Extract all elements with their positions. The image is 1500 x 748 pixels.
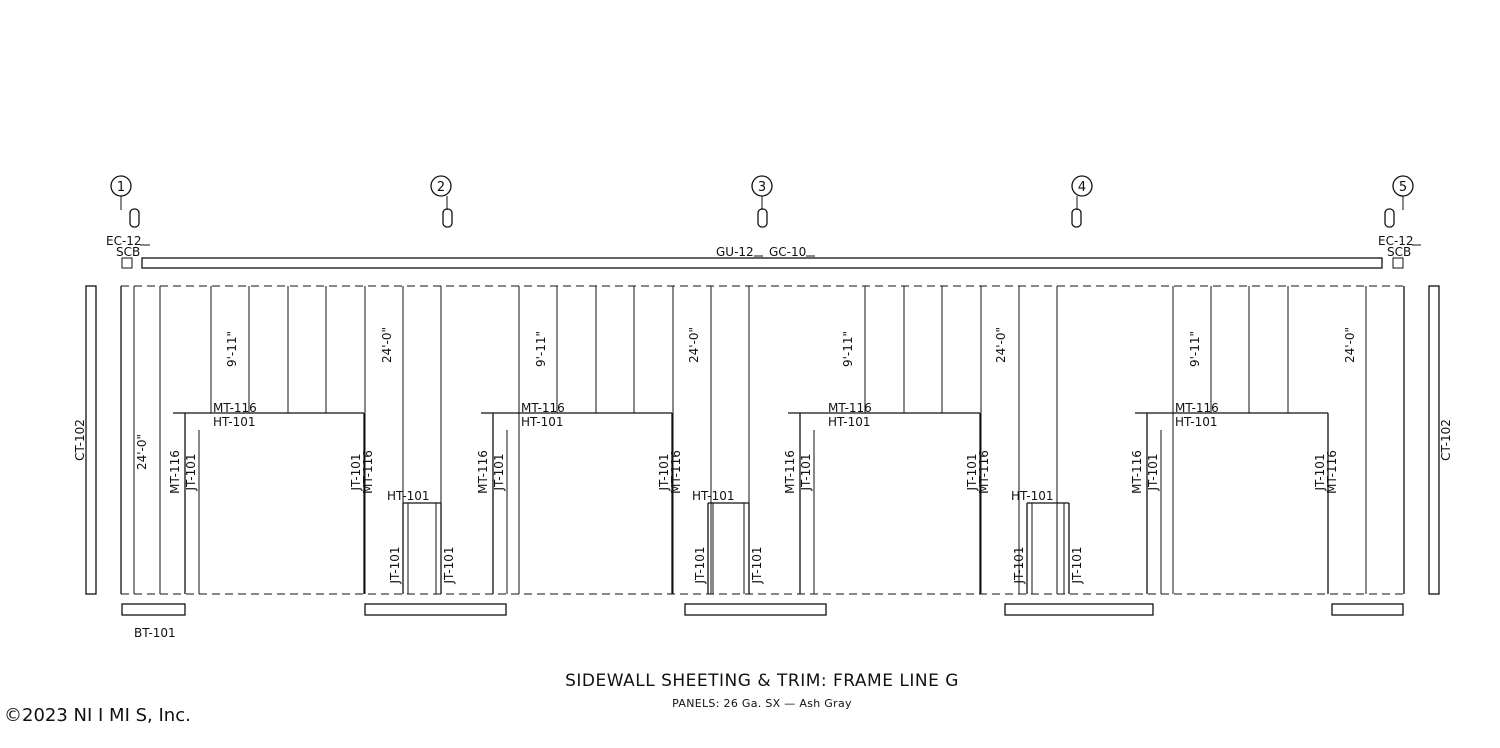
left-eave-trim-label: EC-12 <box>106 234 142 248</box>
door-head-trim-label: HT-101 <box>387 489 430 503</box>
door-jamb-trim-label: JT-101 <box>1012 546 1026 584</box>
gutter-label: GU-12 <box>716 245 754 259</box>
door-jamb-trim-label: JT-101 <box>750 546 764 584</box>
panel-length-label: 24'-0" <box>135 434 149 470</box>
right-scb-label: SCB <box>1387 245 1411 259</box>
grid-number: 2 <box>437 180 445 195</box>
jamb-trim-label: MT-116 <box>669 450 683 494</box>
grid-number: 5 <box>1399 180 1407 195</box>
gutter-bar <box>141 257 1383 269</box>
grid-number: 3 <box>758 180 766 195</box>
grid-bubble-3: 3 <box>751 175 773 228</box>
panel-length-label: 24'-0" <box>380 327 394 363</box>
panel-length-label: 24'-0" <box>1343 327 1357 363</box>
base-trims <box>121 603 1404 616</box>
door-head-trim-label: HT-101 <box>1011 489 1054 503</box>
jamb-trim-label: JT-101 <box>1146 453 1160 491</box>
panel-length-label: 24'-0" <box>687 327 701 363</box>
door-jamb-trim-label: JT-101 <box>1070 546 1084 584</box>
jamb-trim-label: MT-116 <box>361 450 375 494</box>
jamb-trim-label: JT-101 <box>657 453 671 491</box>
head-trim-label: HT-101 <box>213 415 256 429</box>
door-jamb-trim-label: JT-101 <box>388 546 402 584</box>
header-trim-label: MT-116 <box>1175 401 1219 415</box>
grid-number: 4 <box>1078 180 1086 195</box>
panel-length-label: 9'-11" <box>225 331 239 367</box>
jamb-trim-label: MT-116 <box>1325 450 1339 494</box>
left-scb-label: SCB <box>116 245 140 259</box>
jamb-trim-label: JT-101 <box>1313 453 1327 491</box>
panel-seams <box>133 286 1367 594</box>
base-trim-label: BT-101 <box>134 626 176 640</box>
jamb-trim-label: MT-116 <box>977 450 991 494</box>
panel-length-label: 9'-11" <box>841 331 855 367</box>
door-jamb-trim-label: JT-101 <box>442 546 456 584</box>
jamb-trim-label: MT-116 <box>1130 450 1144 494</box>
jamb-trim-label: JT-101 <box>349 453 363 491</box>
header-trim-label: MT-116 <box>828 401 872 415</box>
wall-outline <box>120 285 1405 595</box>
left-corner-trim-label: CT-102 <box>73 419 87 461</box>
jamb-trim-label: MT-116 <box>783 450 797 494</box>
door-head-trim-label: HT-101 <box>692 489 735 503</box>
jamb-trim-label: JT-101 <box>492 453 506 491</box>
grid-number: 1 <box>117 180 125 195</box>
head-trim-label: HT-101 <box>521 415 564 429</box>
panel-length-label: 9'-11" <box>1188 331 1202 367</box>
panel-length-label: 24'-0" <box>994 327 1008 363</box>
right-corner-trim <box>1428 285 1440 595</box>
jamb-trim-label: MT-116 <box>168 450 182 494</box>
grid-bubble-4: 4 <box>1071 175 1093 228</box>
header-trim-label: MT-116 <box>521 401 565 415</box>
head-trim-label: HT-101 <box>1175 415 1218 429</box>
grid-bubble-2: 2 <box>430 175 453 228</box>
copyright-notice: ©2023 NI I MI S, Inc. <box>4 705 191 726</box>
door-jamb-trim-label: JT-101 <box>693 546 707 584</box>
jamb-trim-label: JT-101 <box>799 453 813 491</box>
right-eave-trim-label: EC-12 <box>1378 234 1414 248</box>
right-corner-trim-label: CT-102 <box>1439 419 1453 461</box>
drawing-subtitle: PANELS: 26 Ga. SX — Ash Gray <box>672 697 852 710</box>
jamb-trim-label: JT-101 <box>965 453 979 491</box>
head-trim-label: HT-101 <box>828 415 871 429</box>
jamb-trim-label: MT-116 <box>476 450 490 494</box>
panel-length-label: 9'-11" <box>534 331 548 367</box>
gutter-cap-label: GC-10 <box>769 245 806 259</box>
jamb-trim-label: JT-101 <box>184 453 198 491</box>
header-trim-label: MT-116 <box>213 401 257 415</box>
left-corner-trim <box>85 285 97 595</box>
drawing-title: SIDEWALL SHEETING & TRIM: FRAME LINE G <box>565 671 959 691</box>
grid-bubble-1: 1 <box>110 175 140 228</box>
grid-bubble-5: 5 <box>1384 175 1414 228</box>
